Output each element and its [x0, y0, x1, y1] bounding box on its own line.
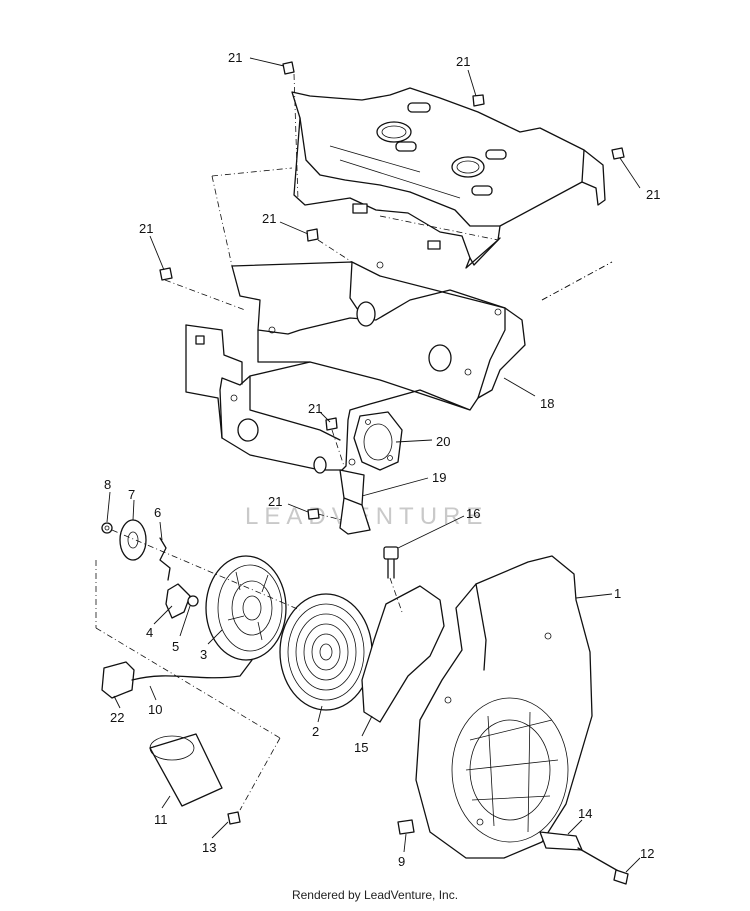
- callout-5: 5: [172, 639, 179, 654]
- callout-9: 9: [398, 854, 405, 869]
- callout-20: 20: [436, 434, 450, 449]
- fan-shroud-part-1: [415, 555, 593, 859]
- leader-lines: [106, 57, 641, 873]
- callout-8: 8: [104, 477, 111, 492]
- bolt-part-16: [383, 546, 399, 579]
- bolt-part-12: [577, 847, 629, 885]
- ratchet-part-4: [165, 583, 191, 619]
- callout-21: 21: [268, 494, 282, 509]
- starter-rope-part-10: [131, 659, 253, 681]
- gasket-part-20: [353, 411, 403, 471]
- bracket-part-19: [339, 469, 371, 535]
- callout-10: 10: [148, 702, 162, 717]
- cup-part-11: [149, 733, 223, 807]
- callout-13: 13: [202, 840, 216, 855]
- callout-21: 21: [308, 401, 322, 416]
- footer-credit: Rendered by LeadVenture, Inc.: [291, 888, 459, 902]
- starter-handle-part-22: [101, 661, 135, 699]
- spring-clip-part-6: [159, 537, 171, 581]
- callout-7: 7: [128, 487, 135, 502]
- callout-18: 18: [540, 396, 554, 411]
- assembly-lines: [95, 73, 613, 811]
- callout-21: 21: [262, 211, 276, 226]
- callout-21: 21: [456, 54, 470, 69]
- callout-22: 22: [110, 710, 124, 725]
- nut-part-8: [101, 522, 113, 534]
- bolt-part-13: [227, 811, 241, 825]
- callout-2: 2: [312, 724, 319, 739]
- upper-shroud-part: [291, 87, 606, 269]
- base-plate-part-18: [185, 261, 526, 474]
- callout-11: 11: [154, 812, 168, 827]
- housing-plate-part-15: [361, 585, 445, 723]
- callout-19: 19: [432, 470, 446, 485]
- callout-6: 6: [154, 505, 161, 520]
- callout-14: 14: [578, 806, 592, 821]
- callout-4: 4: [146, 625, 153, 640]
- callout-21: 21: [228, 50, 242, 65]
- callout-12: 12: [640, 846, 654, 861]
- callout-3: 3: [200, 647, 207, 662]
- callout-labels: 21 21 21 21 21 18 21 20 19 21 16 8 7 6 4…: [104, 50, 660, 869]
- reel-part-3: [205, 555, 287, 661]
- bolt-part-9: [397, 819, 415, 835]
- callout-1: 1: [614, 586, 621, 601]
- callout-15: 15: [354, 740, 368, 755]
- callout-21: 21: [646, 187, 660, 202]
- callout-21: 21: [139, 221, 153, 236]
- spring-part-5: [187, 595, 199, 607]
- callout-16: 16: [466, 506, 480, 521]
- friction-plate-part-7: [119, 519, 147, 561]
- recoil-spring-part-2: [279, 593, 373, 711]
- clamp-part-14: [539, 831, 583, 851]
